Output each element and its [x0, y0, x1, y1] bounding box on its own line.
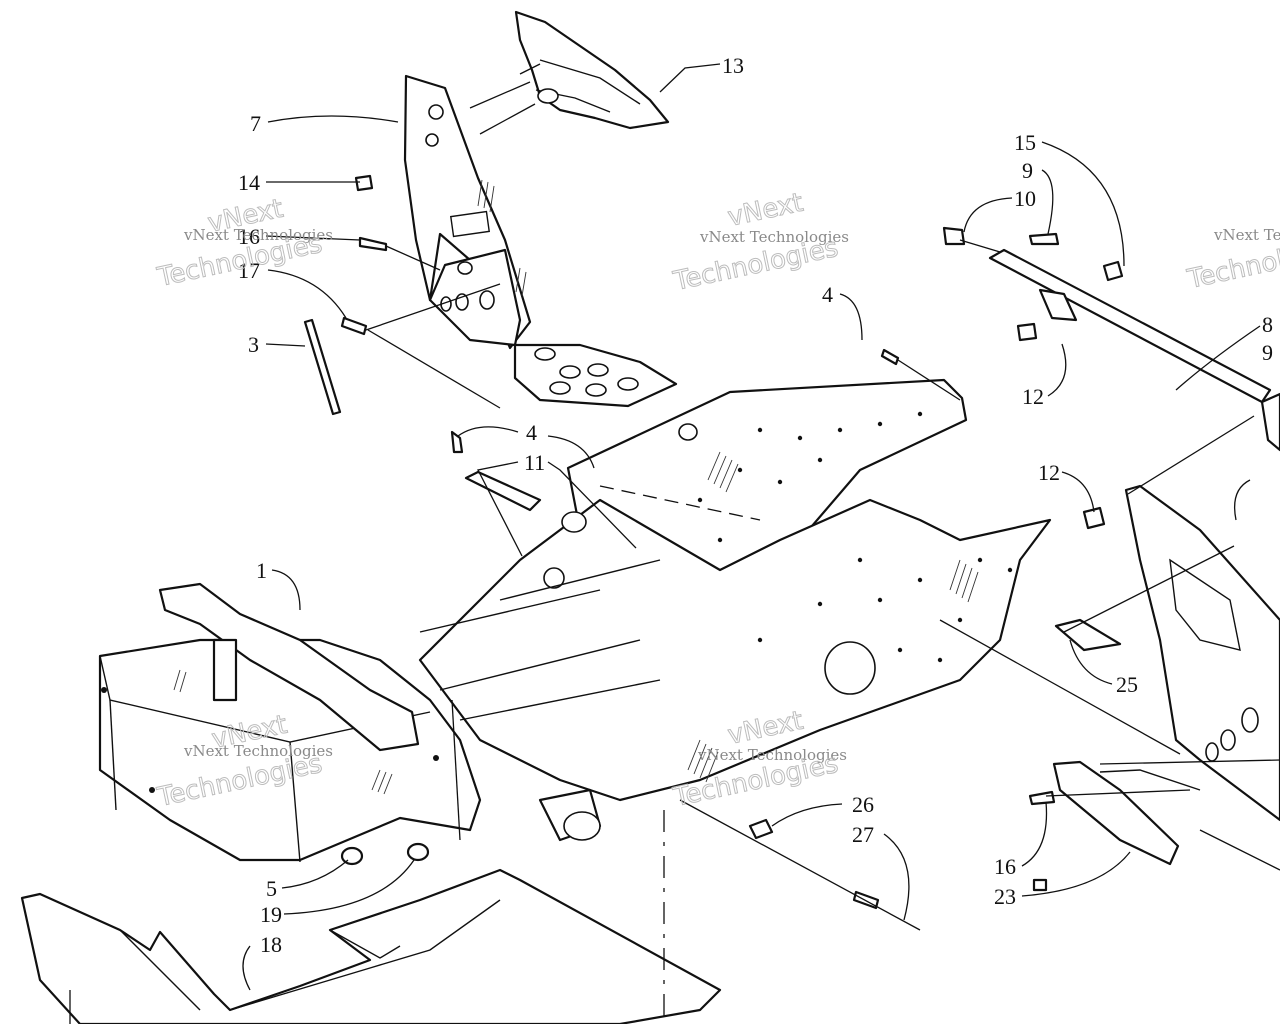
frame-rivets — [101, 411, 1013, 793]
frame-shading — [173, 451, 979, 795]
watermark-text: vNext Technologies — [183, 742, 333, 760]
callout-4-right: 4 — [822, 282, 833, 307]
part-3-rod — [303, 318, 342, 416]
main-frame — [98, 378, 1052, 863]
callout-labels: 13 7 14 16 17 3 4 4 11 1 15 9 10 12 12 8… — [238, 53, 1273, 957]
part-5-19-nuts — [340, 842, 430, 866]
callout-9: 9 — [1022, 158, 1033, 183]
watermark-text: vNext Technologies — [699, 228, 849, 246]
callout-26: 26 — [852, 792, 874, 817]
part-25-clip — [1054, 618, 1122, 652]
part-23-bracket — [1052, 760, 1201, 866]
watermark-text: vNext Technologies — [1213, 226, 1280, 244]
assembly-lines — [69, 81, 1280, 1024]
callout-9-right: 9 — [1262, 340, 1273, 365]
watermark-text: vNext — [725, 188, 806, 233]
callout-27: 27 — [852, 822, 874, 847]
callout-4-left: 4 — [526, 420, 537, 445]
part-8-cross-shaft — [988, 248, 1280, 452]
part-13-console — [514, 10, 670, 130]
callout-15: 15 — [1014, 130, 1036, 155]
callout-10: 10 — [1014, 186, 1036, 211]
callout-16-bottom: 16 — [994, 854, 1016, 879]
part-18-belly-pan — [20, 868, 722, 1024]
callout-14: 14 — [238, 170, 260, 195]
callout-16-top: 16 — [238, 224, 260, 249]
watermark-text: vNext Technologies — [183, 226, 333, 244]
callout-7: 7 — [250, 111, 261, 136]
watermark-text: vNext Technologies — [697, 746, 847, 764]
callout-12-upper: 12 — [1022, 384, 1044, 409]
callout-leaders — [242, 63, 1261, 991]
callout-18: 18 — [260, 932, 282, 957]
callout-13: 13 — [722, 53, 744, 78]
right-side-support — [1124, 484, 1280, 822]
callout-3: 3 — [248, 332, 259, 357]
callout-5: 5 — [266, 876, 277, 901]
callout-12-lower: 12 — [1038, 460, 1060, 485]
callout-8: 8 — [1262, 312, 1273, 337]
callout-17: 17 — [238, 258, 260, 283]
callout-25: 25 — [1116, 672, 1138, 697]
callout-1: 1 — [256, 558, 267, 583]
callout-11: 11 — [524, 450, 545, 475]
callout-23: 23 — [994, 884, 1016, 909]
callout-19: 19 — [260, 902, 282, 927]
